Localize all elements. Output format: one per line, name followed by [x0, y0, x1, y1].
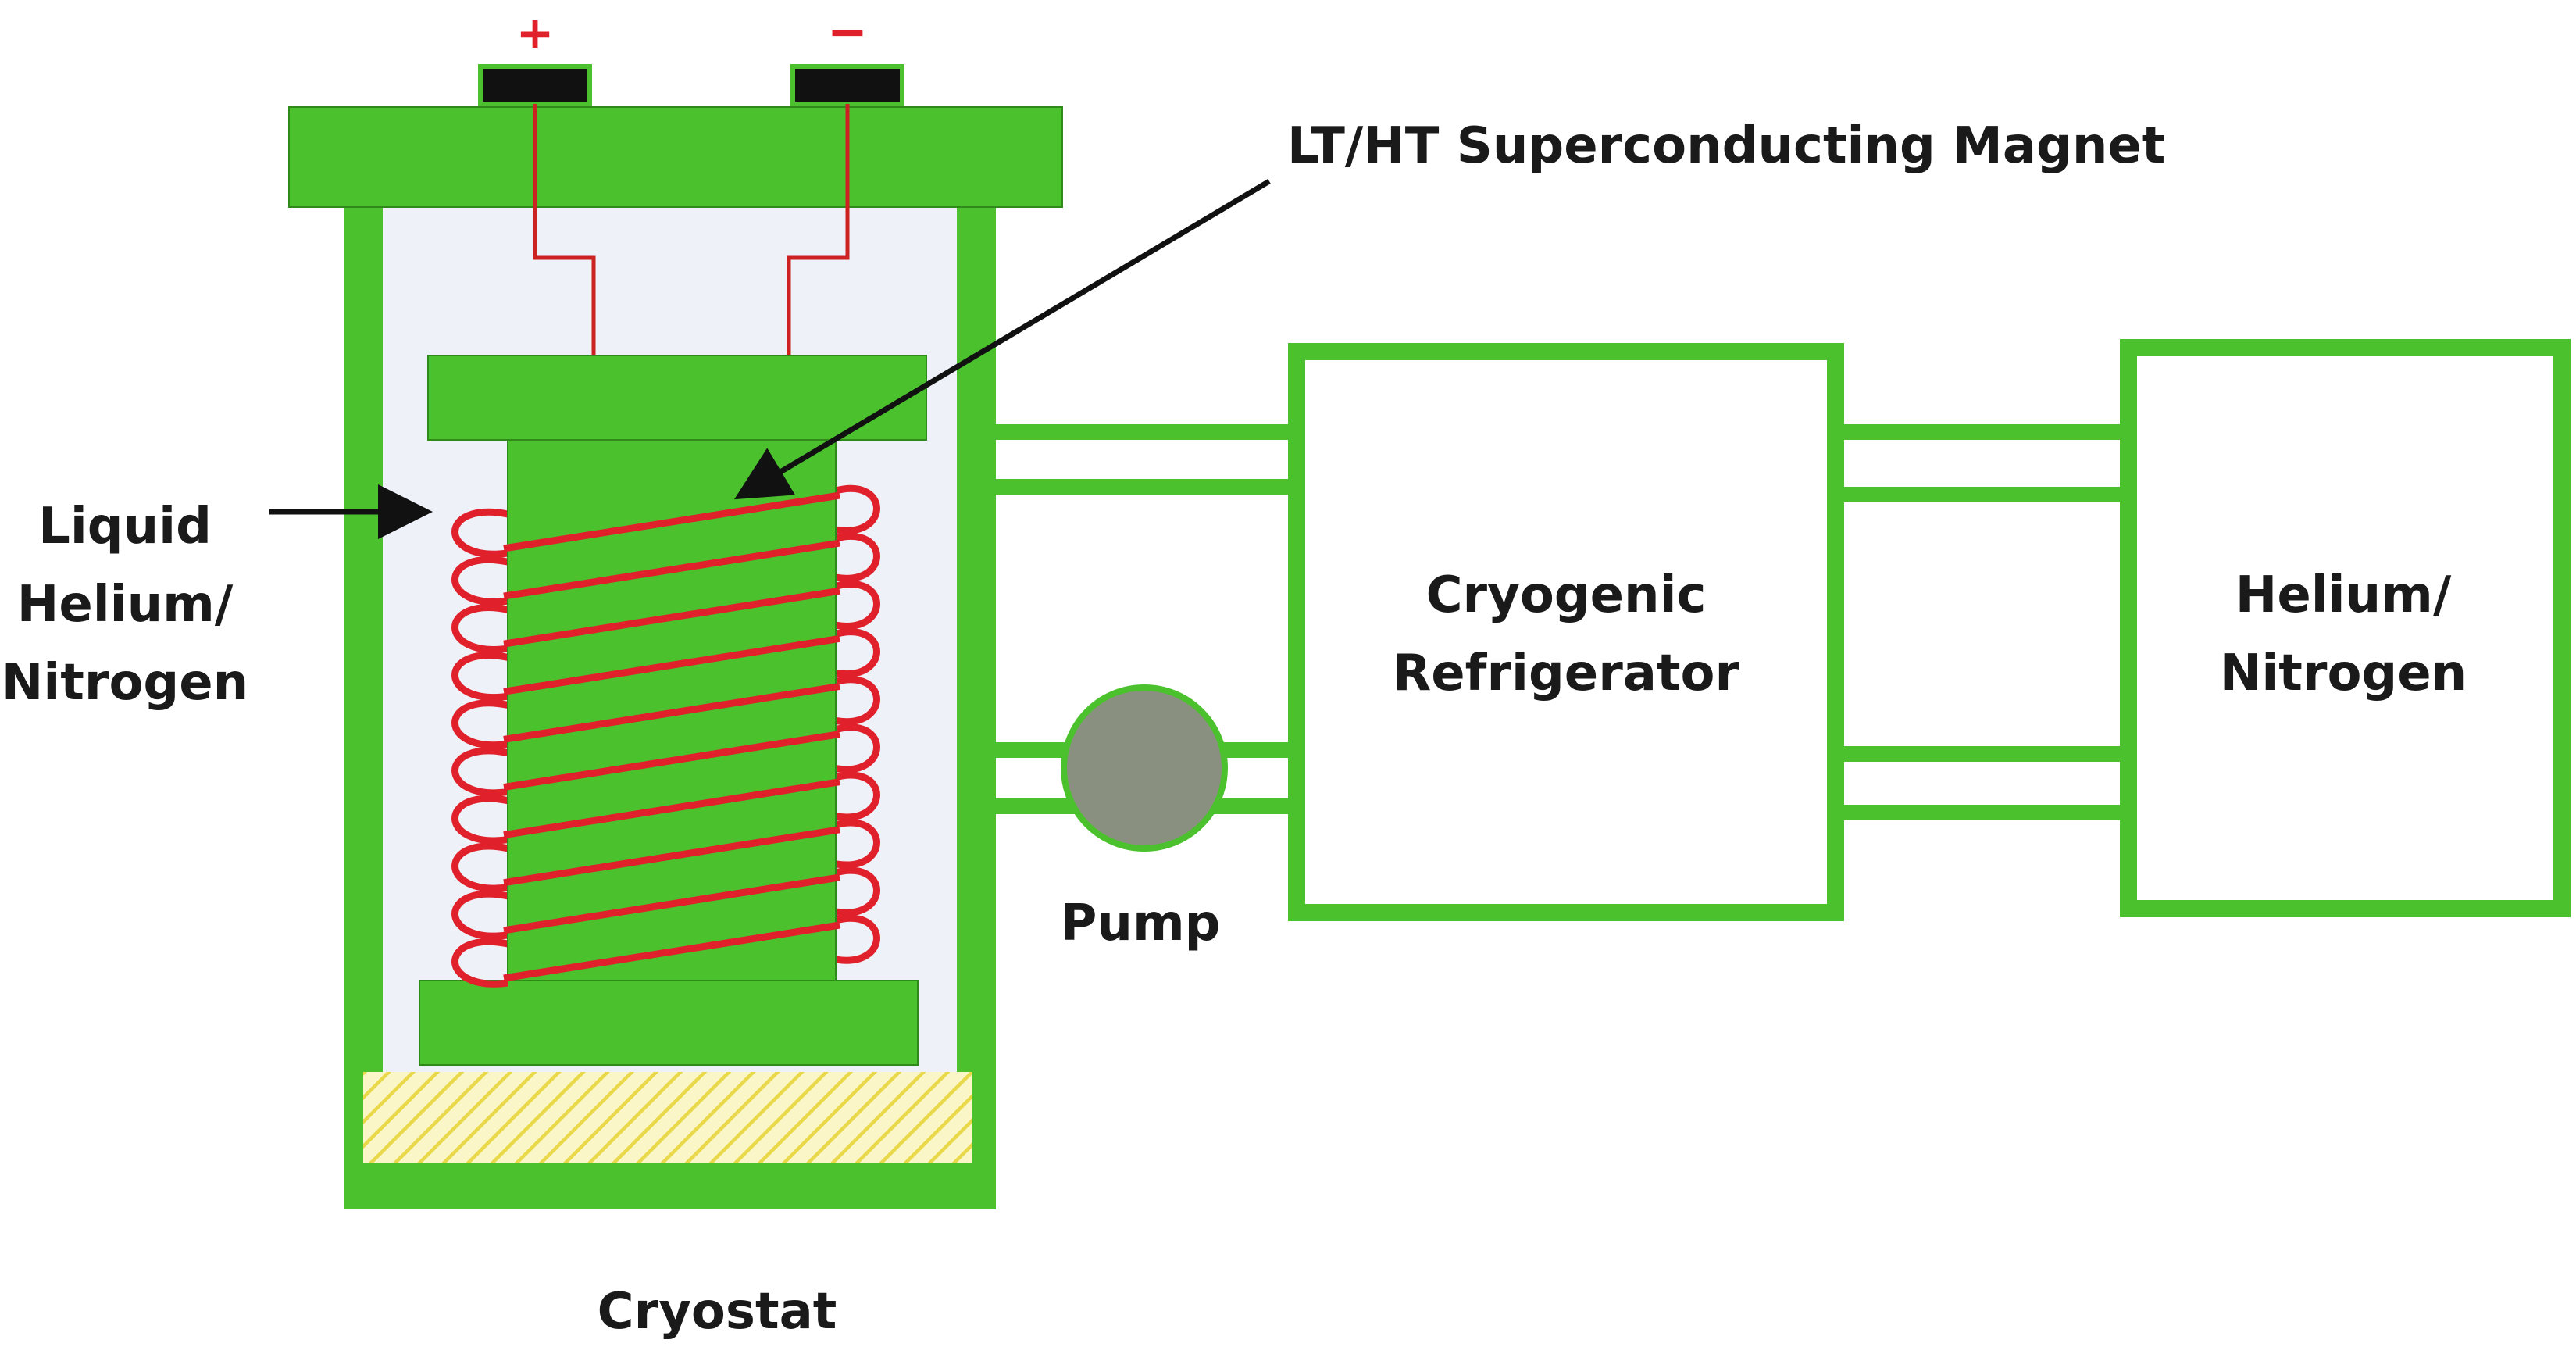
cryostat-label: Cryostat	[598, 1283, 837, 1341]
coil-loop-left	[451, 604, 508, 653]
coil-loop-left	[451, 508, 508, 558]
positive-current-lead	[533, 104, 596, 355]
positive-terminal	[478, 64, 592, 106]
coil-loop-right	[834, 866, 880, 916]
negative-terminal	[790, 64, 904, 106]
coil-winding	[503, 921, 840, 982]
coil-winding	[503, 682, 840, 743]
coil-loop-right	[834, 723, 880, 773]
coil-loop-right	[834, 915, 880, 964]
coil-loop-left	[451, 890, 508, 940]
plus-sign: +	[516, 6, 555, 59]
magnet-pointer-arrow	[733, 178, 1271, 500]
coil-winding	[503, 873, 840, 934]
superconducting-magnet	[419, 355, 927, 1066]
coil-winding	[503, 634, 840, 695]
coil-loop-left	[451, 938, 508, 988]
coil-back-loops	[451, 485, 880, 988]
coil-loop-right	[834, 819, 880, 869]
magnet-label: LT/HT Superconducting Magnet	[1287, 117, 2165, 175]
coil-loop-right	[834, 771, 880, 821]
coil-loop-right	[834, 581, 880, 630]
coil-loop-left	[451, 652, 508, 702]
liquid-label-line1: Liquid	[38, 498, 212, 556]
minus-sign: −	[827, 3, 868, 60]
coil-winding	[503, 539, 840, 600]
coil-loop-left	[451, 842, 508, 892]
coil-loop-right	[834, 485, 880, 534]
coil-loop-left	[451, 747, 508, 797]
supply-label-line2: Nitrogen	[2220, 645, 2467, 702]
liquid-label-line3: Nitrogen	[2, 654, 248, 712]
magnet-top-flange	[427, 355, 927, 441]
supply-label-line1: Helium/	[2235, 566, 2452, 624]
liquid-label-line2: Helium/	[17, 576, 234, 634]
coil-loop-left	[451, 556, 508, 606]
coil-front-windings	[503, 491, 840, 982]
helium-nitrogen-supply-box	[2120, 339, 2571, 917]
magnet-bottom-flange	[419, 980, 919, 1066]
coil-winding	[503, 491, 840, 552]
pump	[1061, 684, 1228, 852]
cryostat-base-insulation	[363, 1072, 972, 1163]
coil-winding	[503, 778, 840, 839]
coil-loop-right	[834, 628, 880, 678]
cryogenic-refrigerator-box	[1288, 343, 1844, 921]
pipes	[996, 424, 2125, 820]
coil-loop-right	[834, 533, 880, 582]
coil-winding	[503, 826, 840, 887]
refrigerator-label-line2: Refrigerator	[1393, 645, 1740, 702]
coil-winding	[503, 731, 840, 791]
negative-current-lead	[787, 104, 850, 355]
cryostat-lid	[288, 106, 1063, 208]
refrigerator-label-line1: Cryogenic	[1426, 566, 1707, 624]
coil-loop-left	[451, 795, 508, 845]
coil-loop-right	[834, 676, 880, 726]
coil-winding	[503, 587, 840, 648]
coil-loop-left	[451, 699, 508, 749]
pump-label: Pump	[1061, 895, 1221, 952]
